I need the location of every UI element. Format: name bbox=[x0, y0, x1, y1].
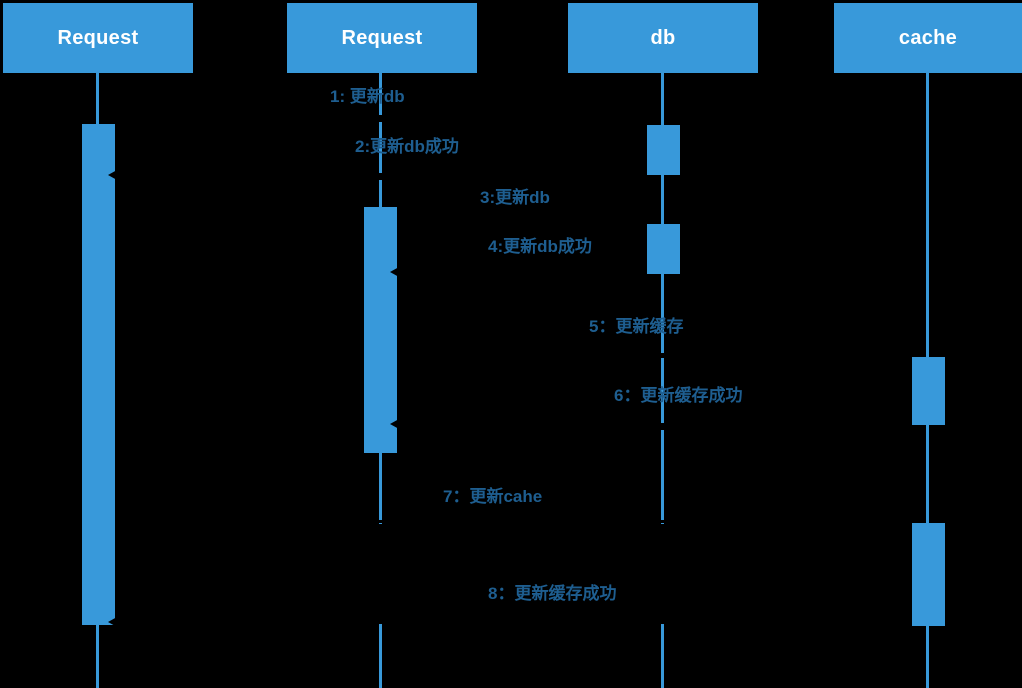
lifeline-request-2 bbox=[379, 453, 382, 524]
message-arrow-5 bbox=[398, 353, 912, 356]
actor-box-request-2: Request bbox=[287, 3, 477, 73]
arrowhead-message-3 bbox=[638, 216, 647, 226]
lifeline-cache bbox=[926, 425, 929, 523]
activation-bar-cache-2 bbox=[912, 523, 945, 626]
lifeline-request-2 bbox=[379, 73, 382, 115]
arrowhead-message-2 bbox=[108, 170, 117, 180]
message-arrow-4 bbox=[400, 271, 647, 274]
activation-bar-request-2 bbox=[364, 207, 397, 453]
arrowhead-message-5 bbox=[903, 348, 912, 358]
message-label-6: 6：更新缓存成功 bbox=[614, 386, 743, 405]
lifeline-db bbox=[661, 175, 664, 224]
lifeline-request-1 bbox=[96, 73, 99, 124]
message-arrow-7 bbox=[116, 520, 912, 523]
actor-label: db bbox=[650, 26, 676, 49]
lifeline-db bbox=[661, 430, 664, 524]
lifeline-db bbox=[661, 622, 664, 688]
lifeline-db bbox=[661, 274, 664, 353]
message-arrow-6 bbox=[400, 423, 912, 426]
actor-box-cache: cache bbox=[834, 3, 1022, 73]
arrowhead-message-4 bbox=[390, 267, 399, 277]
message-arrow-2 bbox=[118, 174, 647, 177]
lifeline-request-1 bbox=[96, 625, 99, 688]
message-arrow-1 bbox=[116, 117, 646, 120]
lifeline-cache bbox=[926, 72, 929, 357]
lifeline-db bbox=[661, 72, 664, 125]
lifeline-request-2 bbox=[379, 122, 382, 173]
message-arrow-8 bbox=[118, 621, 912, 624]
message-label-7: 7：更新cahe bbox=[443, 487, 543, 506]
actor-box-db: db bbox=[568, 3, 758, 73]
actor-label: Request bbox=[341, 26, 423, 49]
activation-bar-cache-1 bbox=[912, 357, 945, 425]
lifeline-request-2 bbox=[379, 622, 382, 688]
arrowhead-message-8 bbox=[108, 617, 117, 627]
arrowhead-message-7 bbox=[903, 515, 912, 525]
message-label-4: 4:更新db成功 bbox=[488, 237, 592, 256]
message-arrow-3 bbox=[398, 221, 645, 224]
activation-bar-db-2 bbox=[647, 224, 680, 274]
actor-box-request-1: Request bbox=[3, 3, 193, 73]
lifeline-request-2 bbox=[379, 180, 382, 207]
message-label-8: 8：更新缓存成功 bbox=[488, 584, 617, 603]
message-label-5: 5：更新缓存 bbox=[589, 317, 684, 336]
activation-bar-db-1 bbox=[647, 125, 680, 175]
message-label-2: 2:更新db成功 bbox=[355, 137, 459, 156]
message-label-3: 3:更新db bbox=[480, 188, 550, 207]
actor-label: Request bbox=[57, 26, 139, 49]
activation-bar-request-1 bbox=[82, 124, 115, 625]
actor-label: cache bbox=[898, 26, 958, 49]
lifeline-db bbox=[661, 358, 664, 423]
arrowhead-message-6 bbox=[390, 419, 399, 429]
lifeline-cache bbox=[926, 626, 929, 688]
message-label-1: 1: 更新db bbox=[330, 87, 405, 106]
